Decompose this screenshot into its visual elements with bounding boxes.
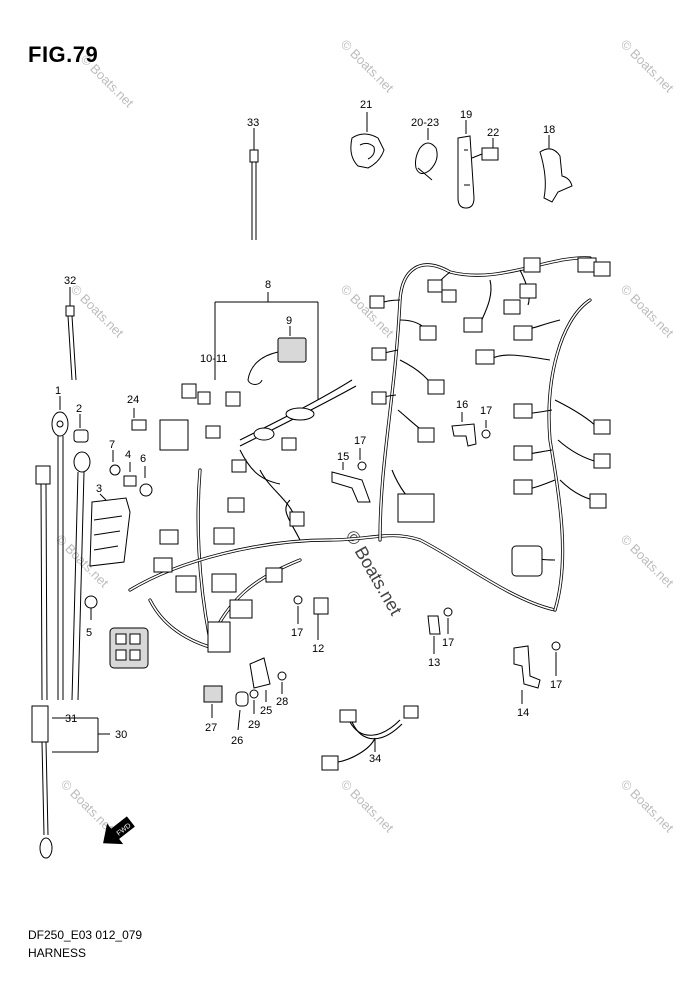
part-8-bracket-lines [214,292,319,400]
part-25-bracket[interactable] [249,657,271,702]
callout-9: 9 [286,315,292,327]
part-17-bolt[interactable] [293,595,303,624]
part-2-cable-end[interactable] [71,414,91,701]
part-4-washer[interactable] [123,462,137,487]
callout-6: 6 [140,453,146,465]
callout-28: 28 [276,696,288,708]
watermark: © Boats.net [618,37,677,96]
part-1-battery-cable[interactable] [51,396,69,700]
part-22-bolt[interactable] [471,138,499,161]
part-7-nut[interactable] [109,450,121,476]
callout-33: 33 [247,117,259,129]
callout-21: 21 [360,99,372,111]
callout-34: 34 [369,753,381,765]
part-14-bracket[interactable] [513,645,541,704]
watermark: © Boats.net [618,777,677,836]
callout-17: 17 [291,627,303,639]
part-13-bracket[interactable] [427,615,441,654]
part-17-bolt[interactable] [551,641,561,676]
part-17-bolt[interactable] [357,448,367,471]
callout-19: 19 [460,109,472,121]
callout-22: 22 [487,127,499,139]
callout-13: 13 [428,657,440,669]
callout-14: 14 [517,707,529,719]
part-26-cap[interactable] [235,691,249,731]
part-33-cable-tie[interactable] [249,128,259,240]
callout-31: 31 [65,713,77,725]
figure-title: FIG.79 [28,42,99,67]
callout-17: 17 [480,405,492,417]
watermark: © Boats.net [618,532,677,591]
part-34-sub-harness[interactable] [321,705,419,771]
callout-7: 7 [109,439,115,451]
part-30-31-lines [52,717,110,753]
ground-cable[interactable] [31,465,53,859]
part-12-plate[interactable] [313,597,329,640]
part-6-grommet[interactable] [139,466,153,497]
callout-26: 26 [231,735,243,747]
callout-12: 12 [312,643,324,655]
figure-name: HARNESS [28,946,87,960]
part-17-bolt[interactable] [443,607,453,634]
part-3-control-module[interactable] [89,493,131,567]
callout-labels: 33 21 20-23 19 22 18 32 8 9 10-11 1 2 24… [55,99,562,765]
part-27-grommet[interactable] [203,685,223,718]
callout-30: 30 [115,729,127,741]
part-24-bolt[interactable] [131,408,147,431]
part-15-bracket[interactable] [331,462,371,503]
callout-18: 18 [543,124,555,136]
part-20-23-clip[interactable] [415,128,438,181]
callout-20-23: 20-23 [411,117,439,129]
callout-15: 15 [337,451,349,463]
callout-17: 17 [442,637,454,649]
callout-4: 4 [125,449,131,461]
callout-3: 3 [96,483,102,495]
callout-8: 8 [265,279,271,291]
callout-24: 24 [127,394,139,406]
part-29-washer[interactable] [249,689,259,714]
figure-code: DF250_E03 012_079 [28,928,143,942]
watermark: © Boats.net [618,282,677,341]
part-21-clip[interactable] [350,112,385,169]
callout-17: 17 [550,679,562,691]
callout-10-11: 10-11 [200,353,227,365]
part-18-clip[interactable] [539,135,573,203]
part-9-relay[interactable] [247,326,307,385]
part-17-bolt[interactable] [481,420,491,439]
watermark-center: © Boats.net [342,527,406,619]
callout-27: 27 [205,722,217,734]
callout-2: 2 [76,403,82,415]
callout-32: 32 [64,275,76,287]
callout-29: 29 [248,719,260,731]
callout-25: 25 [260,705,272,717]
callout-5: 5 [86,627,92,639]
part-28-bolt[interactable] [277,671,287,694]
watermark: © Boats.net [338,777,397,836]
part-16-bracket[interactable] [451,412,477,447]
callout-17: 17 [354,435,366,447]
callout-1: 1 [55,385,61,397]
watermark: © Boats.net [338,282,397,341]
fwd-arrow-icon: FWD [103,816,135,845]
part-19-strap[interactable] [457,120,475,209]
callout-16: 16 [456,399,468,411]
watermark: © Boats.net [68,282,127,341]
part-5-nut[interactable] [84,595,98,620]
part-32-cable-tie[interactable] [65,287,77,381]
watermark: © Boats.net [338,37,397,96]
harness-connectors [109,257,611,669]
